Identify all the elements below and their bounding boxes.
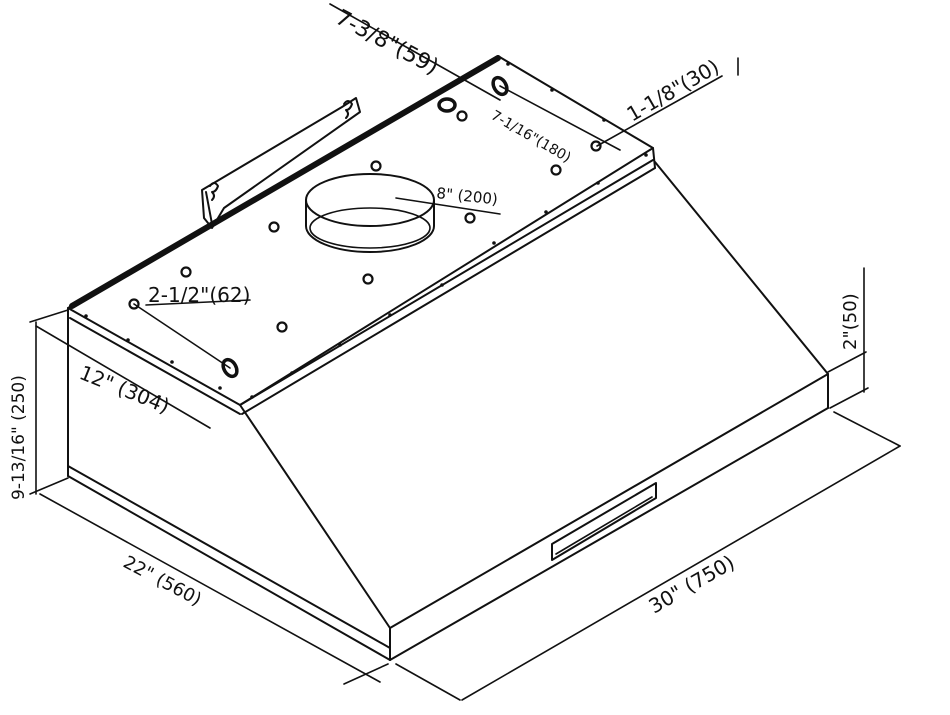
label-front-slot-offset: 2-1/2"(62) <box>148 283 250 307</box>
top-flange-right <box>239 159 654 406</box>
front-left-bottom <box>67 475 391 661</box>
label-overall-height: 9-13/16" (250) <box>9 375 29 500</box>
hole <box>268 221 280 233</box>
top-flange-corner <box>652 147 656 169</box>
rim-dots <box>84 62 648 399</box>
control-panel-inner <box>555 496 653 555</box>
label-overall-depth: 22" (560) <box>120 552 205 611</box>
top-holes <box>128 75 602 379</box>
dimension-lines <box>29 3 901 701</box>
top-flange-front <box>69 317 241 415</box>
mounting-bracket <box>201 97 361 229</box>
top-panel <box>67 55 654 406</box>
lip-bottom <box>389 407 829 661</box>
front-bottom-inner <box>67 465 391 649</box>
hole <box>370 160 382 172</box>
label-slot-spacing: 7-1/16"(180) <box>488 108 573 167</box>
bracket-keyhole-right-icon <box>343 100 353 119</box>
hole <box>464 212 476 224</box>
hole <box>550 164 562 176</box>
hole <box>180 266 192 278</box>
label-top-back-height: 7-3/8"(59) <box>331 5 442 80</box>
label-flange-offset: 1-1/8"(30) <box>623 54 724 126</box>
top-flange-right-outer <box>241 167 656 415</box>
duct-collar <box>305 173 435 253</box>
bracket-edge <box>205 191 213 225</box>
hole <box>437 97 457 113</box>
label-front-lip: 2"(50) <box>840 293 861 350</box>
label-overall-width: 30" (750) <box>645 550 739 618</box>
hole <box>362 273 374 285</box>
slant-right-edge <box>654 161 829 375</box>
slant-bottom-edge <box>389 373 829 629</box>
bracket-keyhole-left-icon <box>209 182 219 201</box>
control-panel <box>551 482 657 561</box>
hood-body <box>67 55 829 661</box>
slant-left-edge <box>239 404 391 629</box>
hole <box>456 110 468 122</box>
hole <box>590 140 602 152</box>
top-panel-back-edge <box>69 55 501 309</box>
hole <box>276 321 288 333</box>
